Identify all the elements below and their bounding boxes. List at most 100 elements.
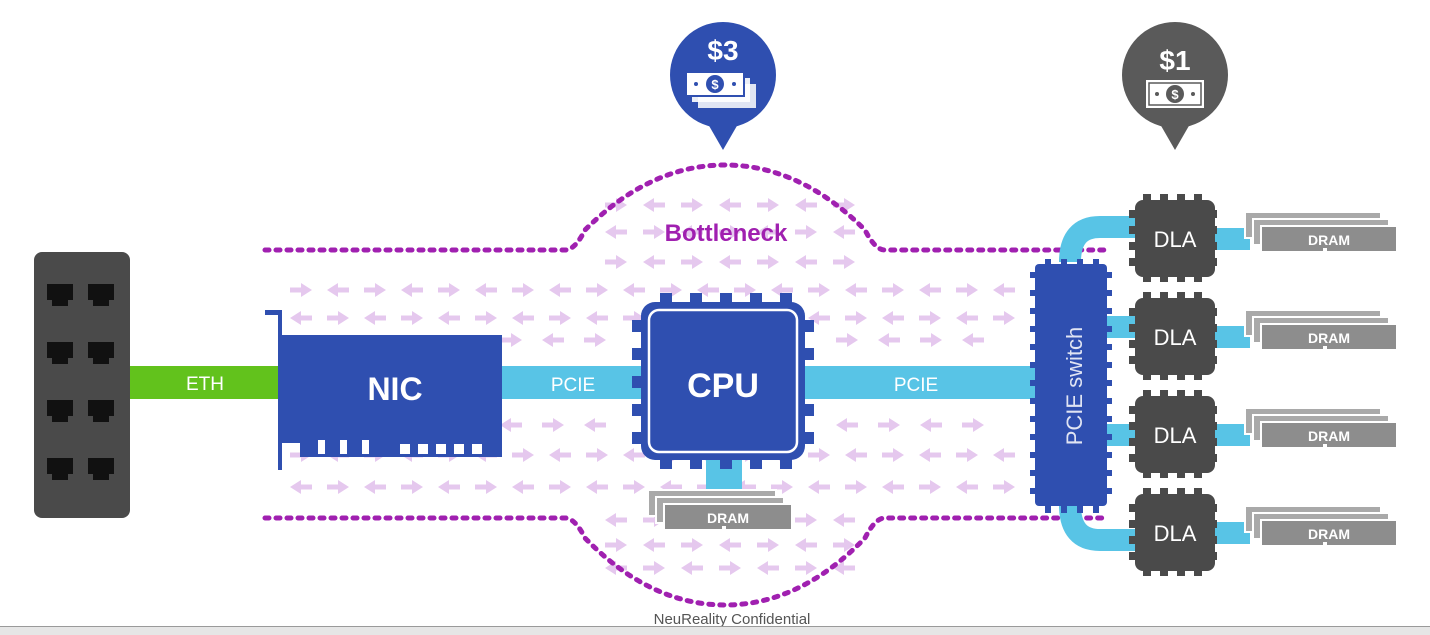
dla-cost-value: $1 xyxy=(1159,45,1190,76)
arrow-right xyxy=(681,198,703,212)
pcie-switch: PCIE switch xyxy=(1030,259,1112,513)
dram-label: DRAM xyxy=(1308,526,1350,542)
arrow-right xyxy=(364,283,386,297)
cpu-label: CPU xyxy=(687,367,759,405)
arrow-right xyxy=(795,513,817,527)
arrow-left xyxy=(512,311,534,325)
dla-dram-module: DRAM xyxy=(1244,211,1398,253)
dla-cost-bubble: $1 $ xyxy=(1122,22,1228,150)
arrow-right xyxy=(475,311,497,325)
arrow-right xyxy=(956,283,978,297)
arrow-left xyxy=(623,448,645,462)
arrow-left xyxy=(719,198,741,212)
arrow-right xyxy=(605,538,627,552)
arrow-left xyxy=(586,480,608,494)
arrow-left xyxy=(956,480,978,494)
arrow-right xyxy=(757,538,779,552)
arrow-right xyxy=(719,561,741,575)
arrow-right xyxy=(438,283,460,297)
eth-link xyxy=(130,366,282,399)
arrow-right xyxy=(962,418,984,432)
arrow-left xyxy=(920,418,942,432)
arrow-left xyxy=(643,198,665,212)
dla-dram-module: DRAM xyxy=(1244,407,1398,449)
arrow-left xyxy=(549,448,571,462)
arrow-left xyxy=(845,448,867,462)
bottleneck-boundary xyxy=(262,162,1108,253)
arrow-right xyxy=(836,333,858,347)
arrow-right xyxy=(549,480,571,494)
bottleneck-boundary-bottom xyxy=(262,515,1108,608)
arrow-right xyxy=(586,283,608,297)
arrow-left xyxy=(512,480,534,494)
arrow-right xyxy=(757,255,779,269)
arrow-right xyxy=(586,448,608,462)
arrow-left xyxy=(795,198,817,212)
arrow-left xyxy=(882,311,904,325)
footer-bar xyxy=(0,626,1430,635)
arrow-left xyxy=(993,448,1015,462)
arrow-right xyxy=(500,333,522,347)
arrow-right xyxy=(882,448,904,462)
arrow-right xyxy=(878,418,900,432)
svg-text:$: $ xyxy=(1171,87,1179,102)
arrow-left xyxy=(833,225,855,239)
arrow-left xyxy=(584,418,606,432)
dla-label: DLA xyxy=(1154,227,1197,252)
arrow-left xyxy=(771,283,793,297)
arrow-right xyxy=(327,480,349,494)
arrow-left xyxy=(808,311,830,325)
cpu-chip: CPU xyxy=(632,293,814,469)
arrow-right xyxy=(808,283,830,297)
arrow-left xyxy=(919,448,941,462)
arrow-left xyxy=(605,225,627,239)
arrow-right xyxy=(512,448,534,462)
arrow-left xyxy=(623,283,645,297)
nic-card: NIC xyxy=(265,310,502,470)
arrow-right xyxy=(327,311,349,325)
eth-label: ETH xyxy=(186,374,224,395)
ethernet-port-icon xyxy=(47,458,73,480)
dram-label: DRAM xyxy=(707,510,749,526)
ethernet-port-icon xyxy=(88,284,114,306)
arrow-right xyxy=(833,198,855,212)
arrow-left xyxy=(364,311,386,325)
cpu-cost-bubble: $3 $ xyxy=(670,22,776,150)
arrow-left xyxy=(833,513,855,527)
arrow-left xyxy=(364,480,386,494)
arrow-left xyxy=(475,283,497,297)
arrow-right xyxy=(542,418,564,432)
arrow-right xyxy=(882,283,904,297)
ethernet-port-icon xyxy=(88,400,114,422)
arrow-left xyxy=(438,311,460,325)
bottleneck-label: Bottleneck xyxy=(665,220,788,247)
arrow-right xyxy=(401,311,423,325)
ethernet-switch xyxy=(34,252,130,518)
arrow-left xyxy=(833,561,855,575)
arrow-left xyxy=(549,283,571,297)
dollar-bill-icon: $ xyxy=(1146,80,1204,108)
dla-unit: DLA DRAM xyxy=(1129,390,1398,478)
svg-text:$: $ xyxy=(711,77,719,92)
pcie-left-label: PCIE xyxy=(551,375,595,396)
arrow-right xyxy=(681,255,703,269)
nic-label: NIC xyxy=(367,371,422,407)
arrow-right xyxy=(795,225,817,239)
arrow-right xyxy=(956,448,978,462)
arrow-left xyxy=(605,513,627,527)
arrow-right xyxy=(845,311,867,325)
dla-label: DLA xyxy=(1154,423,1197,448)
dla-dram-module: DRAM xyxy=(1244,309,1398,351)
arrow-right xyxy=(795,561,817,575)
arrow-left xyxy=(757,561,779,575)
arrow-right xyxy=(993,311,1015,325)
cpu-dram-module: DRAM xyxy=(647,489,793,531)
nic-edge-connector xyxy=(300,440,502,457)
arrow-left xyxy=(542,333,564,347)
arrow-right xyxy=(833,255,855,269)
ethernet-port-icon xyxy=(88,342,114,364)
arrow-right xyxy=(290,283,312,297)
arrow-right xyxy=(734,283,756,297)
ethernet-port-icon xyxy=(47,342,73,364)
